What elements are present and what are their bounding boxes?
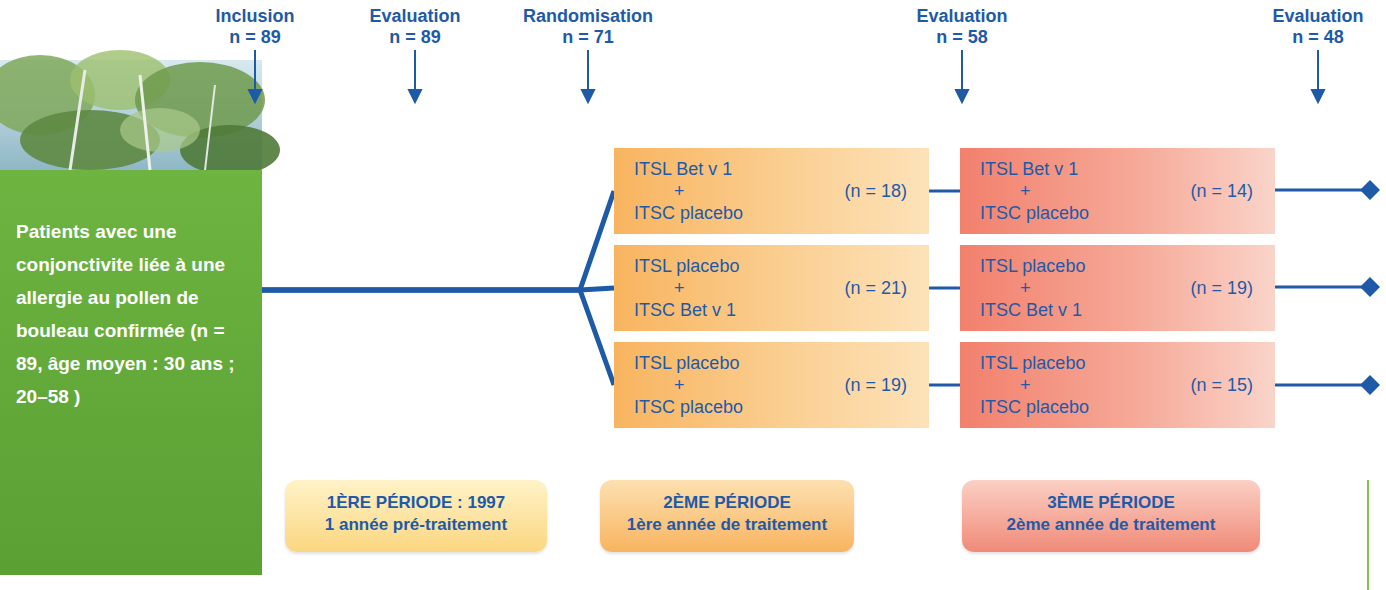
branch-line — [262, 191, 614, 290]
node-text: ITSL placebo — [634, 255, 909, 277]
timeline-label: Randomisation — [523, 6, 653, 26]
branch-line — [929, 190, 960, 193]
node-text: 2ème année de traitement — [972, 514, 1250, 536]
period-band: 1ÈRE PÉRIODE : 19971 année pré-traitemen… — [285, 480, 547, 552]
timeline-label: Evaluation — [1272, 6, 1363, 26]
node-text: ITSC placebo — [634, 396, 909, 418]
node-text: (n = 19) — [844, 374, 907, 396]
treatment-box: ITSL placebo+ITSC Bet v 1(n = 19) — [960, 245, 1275, 331]
treatment-box: ITSL Bet v 1+ITSC placebo(n = 14) — [960, 148, 1275, 234]
patient-group-box: Patients avec une conjonctivite liée à u… — [0, 170, 262, 575]
branch-line — [262, 290, 614, 385]
treatment-box: ITSL placebo+ITSC placebo(n = 15) — [960, 342, 1275, 428]
treatment-box: ITSL Bet v 1+ITSC placebo(n = 18) — [614, 148, 929, 234]
treatment-box: ITSL placebo+ITSC placebo(n = 19) — [614, 342, 929, 428]
branch-line — [929, 287, 960, 290]
node-text: 3ÈME PÉRIODE — [972, 492, 1250, 514]
timeline-label: Evaluation — [916, 6, 1007, 26]
node-text: ITSL placebo — [634, 352, 909, 374]
timeline-label: Evaluation — [369, 6, 460, 26]
timeline-arrows — [249, 50, 1324, 102]
node-text: ITSC placebo — [980, 396, 1255, 418]
timeline-label: Inclusion — [215, 6, 294, 26]
timeline-label: n = 89 — [229, 27, 281, 47]
node-text: 1ÈRE PÉRIODE : 1997 — [295, 492, 537, 514]
node-text: 1ère année de traitement — [610, 514, 844, 536]
page-rule — [1367, 480, 1369, 590]
node-text: ITSC placebo — [980, 202, 1255, 224]
node-text: ITSC Bet v 1 — [980, 299, 1255, 321]
timeline-label: n = 89 — [389, 27, 441, 47]
branch-line — [929, 384, 960, 387]
node-text: (n = 19) — [1190, 277, 1253, 299]
timeline-label: n = 48 — [1292, 27, 1344, 47]
node-text: (n = 18) — [844, 180, 907, 202]
end-markers — [1275, 180, 1380, 395]
period-band: 2ÈME PÉRIODE1ère année de traitement — [600, 480, 854, 552]
node-text: ITSC Bet v 1 — [634, 299, 909, 321]
node-text: (n = 14) — [1190, 180, 1253, 202]
birch-photo — [0, 50, 280, 175]
treatment-box: ITSL placebo+ITSC Bet v 1(n = 21) — [614, 245, 929, 331]
node-text: (n = 21) — [844, 277, 907, 299]
timeline-label: n = 71 — [562, 27, 614, 47]
node-text: 1 année pré-traitement — [295, 514, 537, 536]
node-text: (n = 15) — [1190, 374, 1253, 396]
node-text: Patients avec une conjonctivite liée à u… — [16, 215, 238, 413]
node-text: 2ÈME PÉRIODE — [610, 492, 844, 514]
timeline-label: n = 58 — [936, 27, 988, 47]
node-text: ITSL Bet v 1 — [634, 158, 909, 180]
node-text: ITSL placebo — [980, 255, 1255, 277]
node-text: ITSL placebo — [980, 352, 1255, 374]
node-text: ITSC placebo — [634, 202, 909, 224]
period-band: 3ÈME PÉRIODE2ème année de traitement — [962, 480, 1260, 552]
node-text: ITSL Bet v 1 — [980, 158, 1255, 180]
